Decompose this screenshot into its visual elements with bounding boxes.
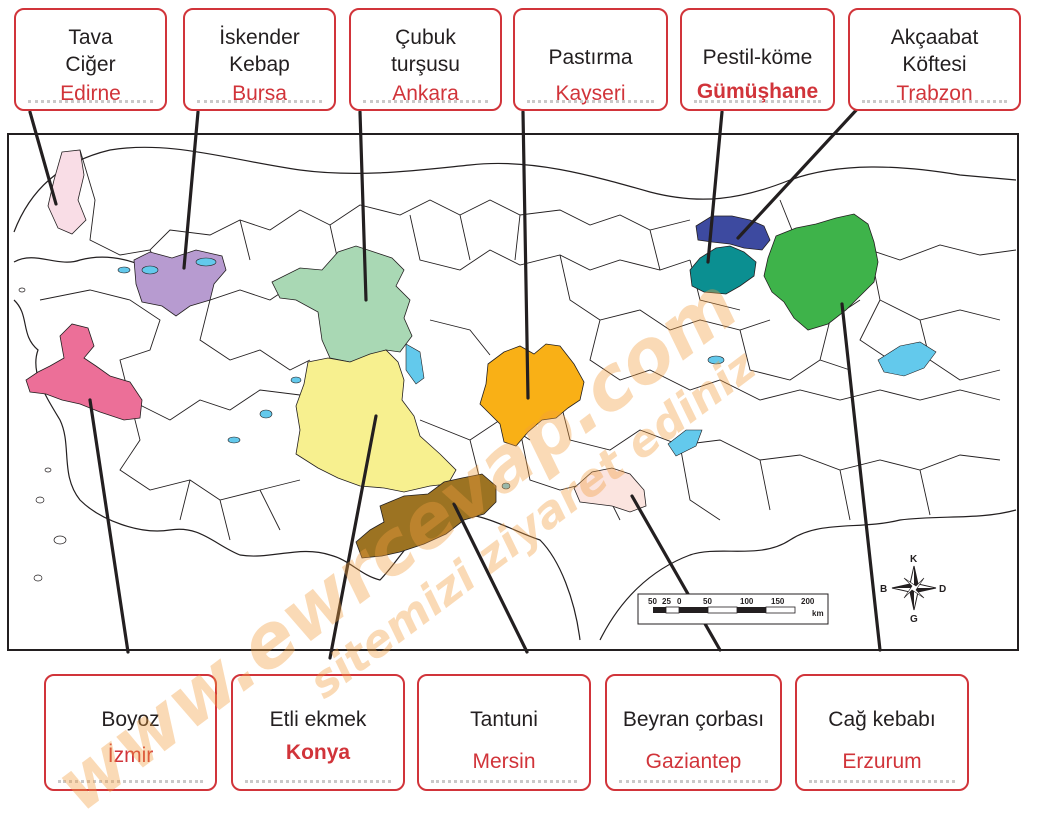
dish-name: Tantuni	[470, 708, 538, 731]
scale-tick-6: 200	[801, 597, 815, 606]
dish-name: Etli ekmek	[269, 708, 367, 731]
city-name: İzmir	[107, 744, 154, 767]
scale-tick-4: 100	[740, 597, 754, 606]
region-ankara	[271, 245, 413, 363]
city-name: Trabzon	[896, 82, 973, 105]
city-name: Kayseri	[555, 82, 626, 105]
dish-name: Tava Ciğer	[65, 26, 116, 76]
scale-tick-2: 0	[677, 597, 682, 606]
label-card-mersin: Tantuni Mersin	[417, 674, 591, 791]
region-bursa	[133, 249, 227, 317]
region-erzurum	[763, 213, 879, 331]
region-kayseri	[479, 343, 585, 447]
city-name: Edirne	[60, 82, 121, 105]
dish-name: Boyoz	[101, 708, 160, 731]
dish-name: Cağ kebabı	[828, 708, 936, 731]
dish-name: Beyran çorbası	[622, 708, 765, 731]
islands	[18, 287, 67, 582]
region-edirne	[47, 149, 87, 235]
label-card-konya: Etli ekmek Konya	[231, 674, 405, 791]
region-gumushane	[689, 245, 757, 295]
scale-tick-0: 50	[648, 597, 657, 606]
label-card-ankara: Çubuk turşusu Ankara	[349, 8, 502, 111]
country-outline	[13, 146, 1017, 641]
city-name: Bursa	[232, 82, 287, 105]
label-card-bursa: İskender Kebap Bursa	[183, 8, 336, 111]
dish-name: İskender Kebap	[219, 26, 300, 76]
label-card-izmir: Boyoz İzmir	[44, 674, 217, 791]
region-gaziantep	[573, 467, 647, 513]
scale-unit: km	[812, 609, 824, 618]
city-name: Gümüşhane	[696, 80, 819, 103]
scale-tick-5: 150	[771, 597, 785, 606]
lakes	[117, 257, 937, 490]
compass-west: B	[880, 584, 887, 595]
scale-tick-3: 50	[703, 597, 712, 606]
turkey-map: 50 25 0 50 100 150 200 km K D G B	[7, 104, 1019, 660]
compass-north: K	[910, 554, 918, 565]
label-card-erzurum: Cağ kebabı Erzurum	[795, 674, 969, 791]
dish-name: Pestil-köme	[702, 46, 813, 69]
label-card-gaziantep: Beyran çorbası Gaziantep	[605, 674, 782, 791]
region-mersin	[355, 473, 497, 559]
city-name: Erzurum	[842, 750, 922, 773]
scale-bar: 50 25 0 50 100 150 200 km	[637, 593, 829, 625]
compass-rose: K D G B	[880, 554, 946, 625]
city-name: Mersin	[472, 750, 536, 773]
compass-east: D	[939, 584, 946, 595]
compass-south: G	[910, 614, 918, 625]
label-card-edirne: Tava Ciğer Edirne	[14, 8, 167, 111]
city-name: Ankara	[392, 82, 459, 105]
city-name: Konya	[285, 741, 351, 764]
leader-lines	[28, 104, 882, 660]
scale-tick-1: 25	[662, 597, 671, 606]
dish-name: Akçaabat Köftesi	[890, 26, 979, 76]
city-name: Gaziantep	[645, 750, 742, 773]
label-card-kayseri: Pastırma Kayseri	[513, 8, 668, 111]
dish-name: Çubuk turşusu	[391, 26, 460, 76]
region-izmir	[25, 323, 143, 421]
dish-name: Pastırma	[548, 46, 633, 69]
label-card-gumushane: Pestil-köme Gümüşhane	[680, 8, 835, 111]
label-card-trabzon: Akçaabat Köftesi Trabzon	[848, 8, 1021, 111]
